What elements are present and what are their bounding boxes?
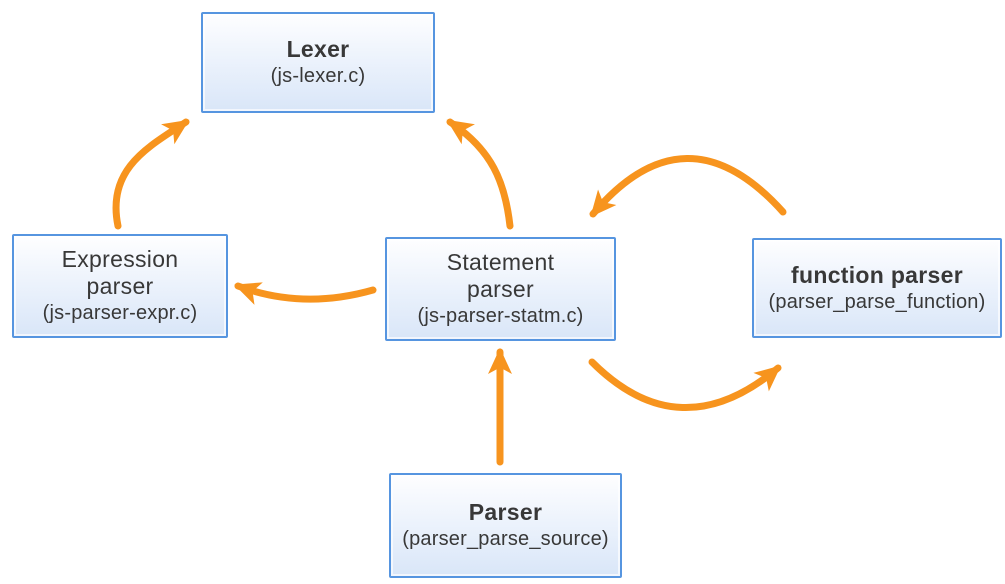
arrow-function-parser-to-statement-parser — [589, 155, 787, 218]
node-lexer-title: Lexer — [286, 36, 350, 62]
node-expression-parser-subtitle: (js-parser-expr.c) — [42, 302, 198, 324]
node-expression-parser-title: Expression parser — [61, 246, 179, 299]
node-statement-parser: Statement parser (js-parser-statm.c) — [385, 237, 616, 341]
arrow-statement-parser-to-expression-parser — [234, 282, 377, 305]
arrow-expression-parser-to-lexer — [112, 118, 190, 230]
node-parser: Parser (parser_parse_source) — [389, 473, 622, 578]
node-statement-parser-subtitle: (js-parser-statm.c) — [417, 305, 584, 327]
node-function-parser-subtitle: (parser_parse_function) — [768, 290, 986, 313]
node-lexer-subtitle: (js-lexer.c) — [270, 65, 366, 87]
node-parser-subtitle: (parser_parse_source) — [402, 528, 609, 550]
arrow-statement-parser-to-function-parser — [588, 358, 782, 411]
node-statement-parser-title: Statement parser — [446, 249, 555, 302]
node-parser-title: Parser — [468, 499, 543, 525]
node-expression-parser: Expression parser (js-parser-expr.c) — [12, 234, 228, 338]
arrow-statement-parser-to-lexer — [446, 118, 514, 230]
node-function-parser: function parser (parser_parse_function) — [752, 238, 1002, 338]
node-lexer: Lexer (js-lexer.c) — [201, 12, 435, 113]
node-function-parser-title: function parser — [791, 261, 963, 288]
